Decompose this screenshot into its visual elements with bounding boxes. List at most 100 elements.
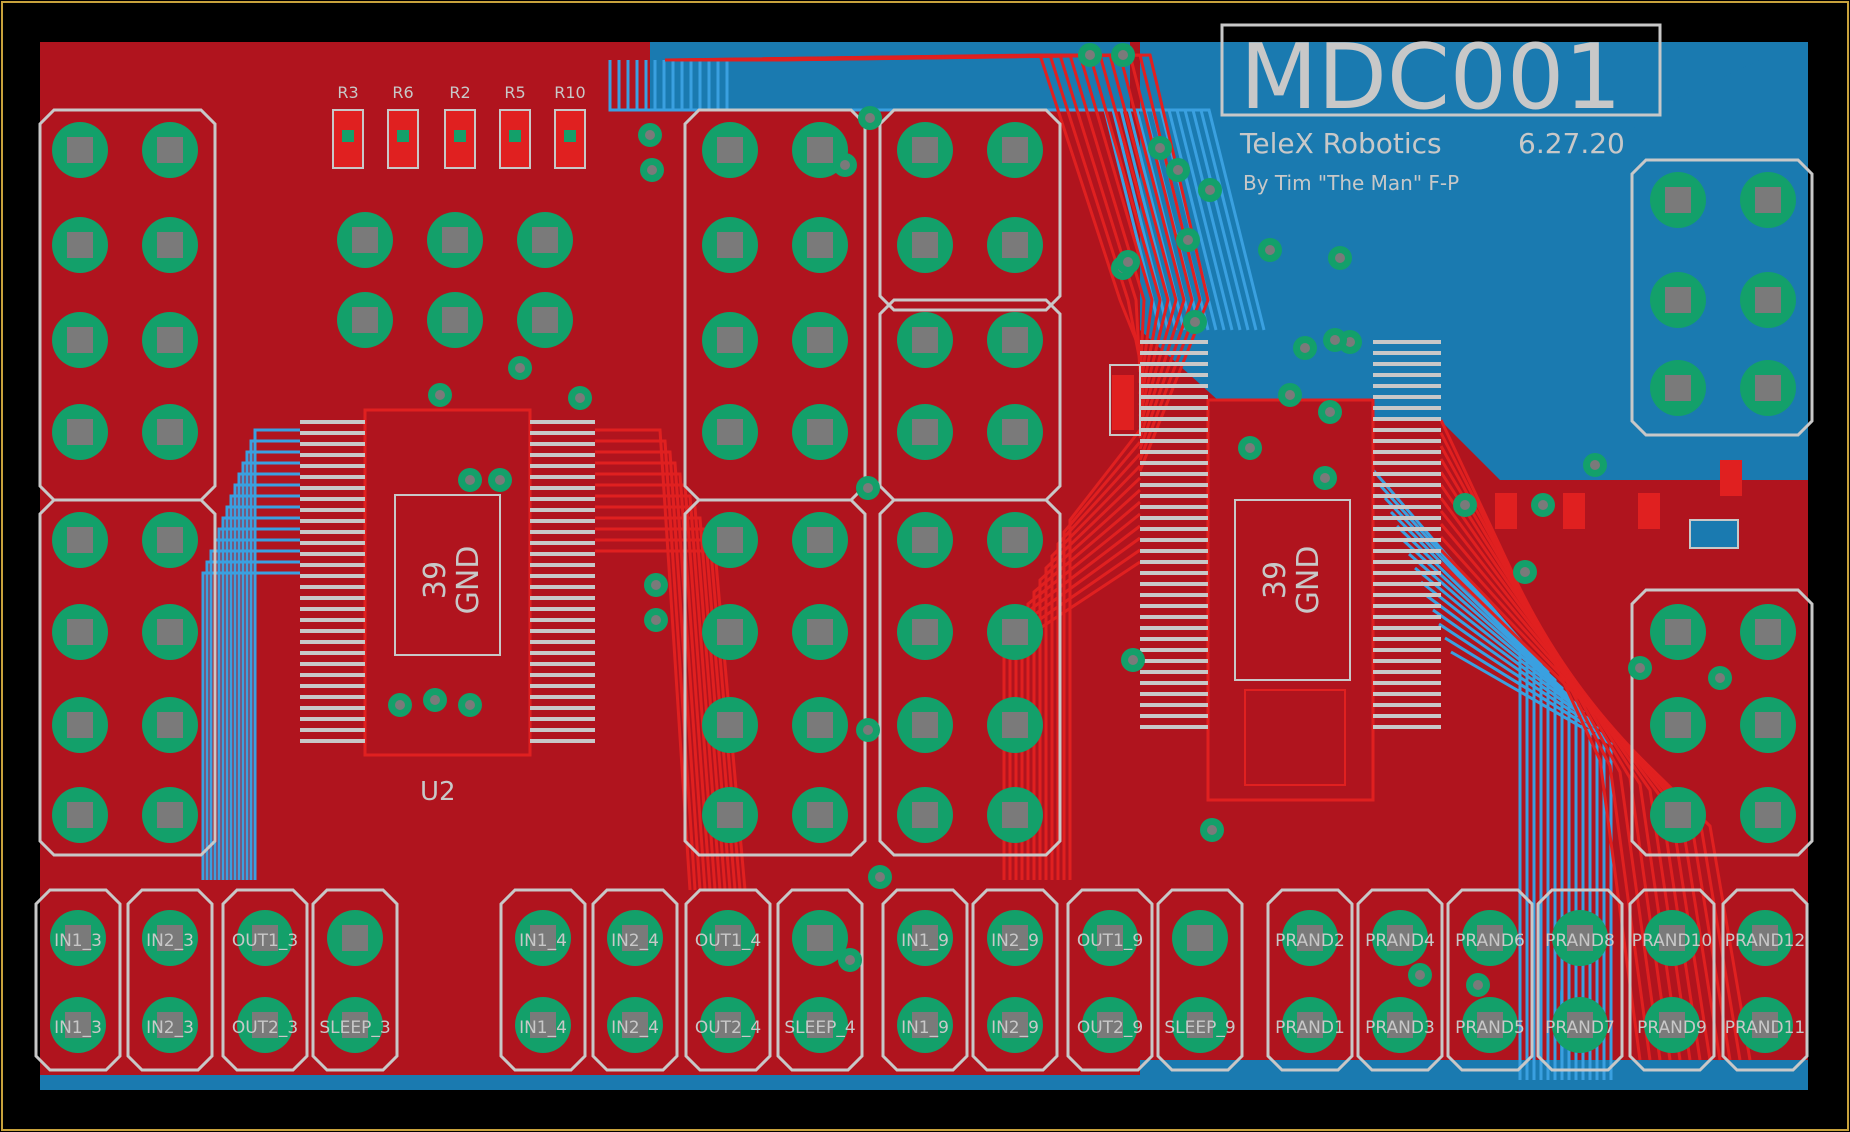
right-header-pad (1740, 697, 1796, 753)
left-header-pad (52, 217, 108, 273)
header-pad (987, 312, 1043, 368)
bottom-header-pad (987, 910, 1043, 966)
bottom-pad-label-bottom: SLEEP_4 (784, 1018, 855, 1038)
header-pad (792, 787, 848, 843)
bottom-pad-label-bottom: PRAND3 (1365, 1018, 1435, 1038)
u2-pin-label: 39 (418, 561, 453, 599)
bottom-pad-label-top: IN1_4 (519, 931, 567, 951)
bottom-pad-label-bottom: PRAND5 (1455, 1018, 1525, 1038)
left-header-pad (142, 604, 198, 660)
bottom-header-pad (1737, 997, 1793, 1053)
left-header-pad (142, 512, 198, 568)
left-header-pad (52, 697, 108, 753)
header-pad (987, 217, 1043, 273)
right-header-pad (1650, 697, 1706, 753)
bottom-header-pad (142, 910, 198, 966)
header-pad (987, 787, 1043, 843)
bottom-pad-label-bottom: SLEEP_9 (1164, 1018, 1235, 1038)
bottom-header-pad (700, 997, 756, 1053)
bottom-header-pad (1372, 910, 1428, 966)
left-header-pad (52, 404, 108, 460)
bottom-header-pad (1082, 997, 1138, 1053)
chip-u1: 39 GND (1140, 340, 1441, 802)
bottom-header-pad (327, 910, 383, 966)
right-header-pad (1740, 787, 1796, 843)
board-author: By Tim "The Man" F-P (1243, 171, 1459, 195)
bottom-pad-label-bottom: OUT2_4 (695, 1018, 761, 1038)
bottom-header-pad (607, 997, 663, 1053)
bottom-pad-label-bottom: PRAND9 (1637, 1018, 1707, 1038)
bottom-pad-label-top: PRAND6 (1455, 931, 1525, 951)
bottom-pad-label-bottom: IN1_3 (54, 1018, 102, 1038)
bottom-header-pad (1282, 997, 1338, 1053)
left-header-pad (142, 787, 198, 843)
header-pad (792, 404, 848, 460)
bottom-header-pad (142, 997, 198, 1053)
bottom-header-pad (50, 997, 106, 1053)
left-header-pad (52, 312, 108, 368)
board-company: TeleX Robotics (1239, 127, 1442, 160)
right-header-pad (1740, 272, 1796, 328)
header-pad (897, 122, 953, 178)
right-header-pad (1650, 272, 1706, 328)
header-pad (702, 122, 758, 178)
bottom-pad-label-bottom: IN1_4 (519, 1018, 567, 1038)
resistor-pad (337, 292, 393, 348)
left-header-pad (142, 312, 198, 368)
right-smd-cluster (1109, 364, 1742, 549)
bottom-pad-label-bottom: IN1_9 (901, 1018, 949, 1038)
left-header-pad (52, 787, 108, 843)
bottom-header-pad (987, 997, 1043, 1053)
header-pad (792, 697, 848, 753)
silkscreen-outlines (34, 108, 1814, 1072)
left-header-pad (142, 217, 198, 273)
bottom-pad-label-top: IN2_9 (991, 931, 1039, 951)
u2-ref-label: U2 (420, 777, 456, 807)
bottom-pad-label-top: IN1_3 (54, 931, 102, 951)
header-pad (987, 404, 1043, 460)
bottom-header-pad (792, 997, 848, 1053)
vias (388, 43, 1732, 997)
bottom-pad-label-bottom: SLEEP_3 (319, 1018, 390, 1038)
bottom-header-pad (50, 910, 106, 966)
header-pad (702, 404, 758, 460)
bottom-header-pad (237, 997, 293, 1053)
right-header-pad (1650, 360, 1706, 416)
bottom-header-pad (1082, 910, 1138, 966)
left-header-pad (142, 697, 198, 753)
header-pad (792, 604, 848, 660)
header-pad (702, 604, 758, 660)
bottom-pad-label-bottom: OUT2_9 (1077, 1018, 1143, 1038)
bottom-pad-label-bottom: IN2_4 (611, 1018, 659, 1038)
resistor-ref: R6 (392, 83, 413, 102)
header-pad (897, 697, 953, 753)
right-header-pad (1650, 604, 1706, 660)
bottom-header-pad (515, 997, 571, 1053)
header-pad (897, 787, 953, 843)
bottom-header-pad (1552, 997, 1608, 1053)
bottom-header-pad (1644, 910, 1700, 966)
right-header-pad (1650, 787, 1706, 843)
left-header-pad (142, 404, 198, 460)
left-header-pad (52, 512, 108, 568)
resistor-ref: R2 (449, 83, 470, 102)
resistor-ref: R3 (337, 83, 358, 102)
bottom-pad-label-top: PRAND2 (1275, 931, 1345, 951)
header-pad (702, 787, 758, 843)
header-pad (897, 217, 953, 273)
bottom-header-pad (607, 910, 663, 966)
bottom-pad-label-top: PRAND10 (1632, 931, 1712, 951)
bottom-header-pad (1737, 910, 1793, 966)
header-pad (987, 697, 1043, 753)
bottom-header-pad (792, 910, 848, 966)
resistor-pad (427, 212, 483, 268)
header-pad (897, 404, 953, 460)
bottom-pad-label-top: PRAND8 (1545, 931, 1615, 951)
bottom-header-pad (897, 910, 953, 966)
header-pad (792, 312, 848, 368)
bottom-header-pad (237, 910, 293, 966)
